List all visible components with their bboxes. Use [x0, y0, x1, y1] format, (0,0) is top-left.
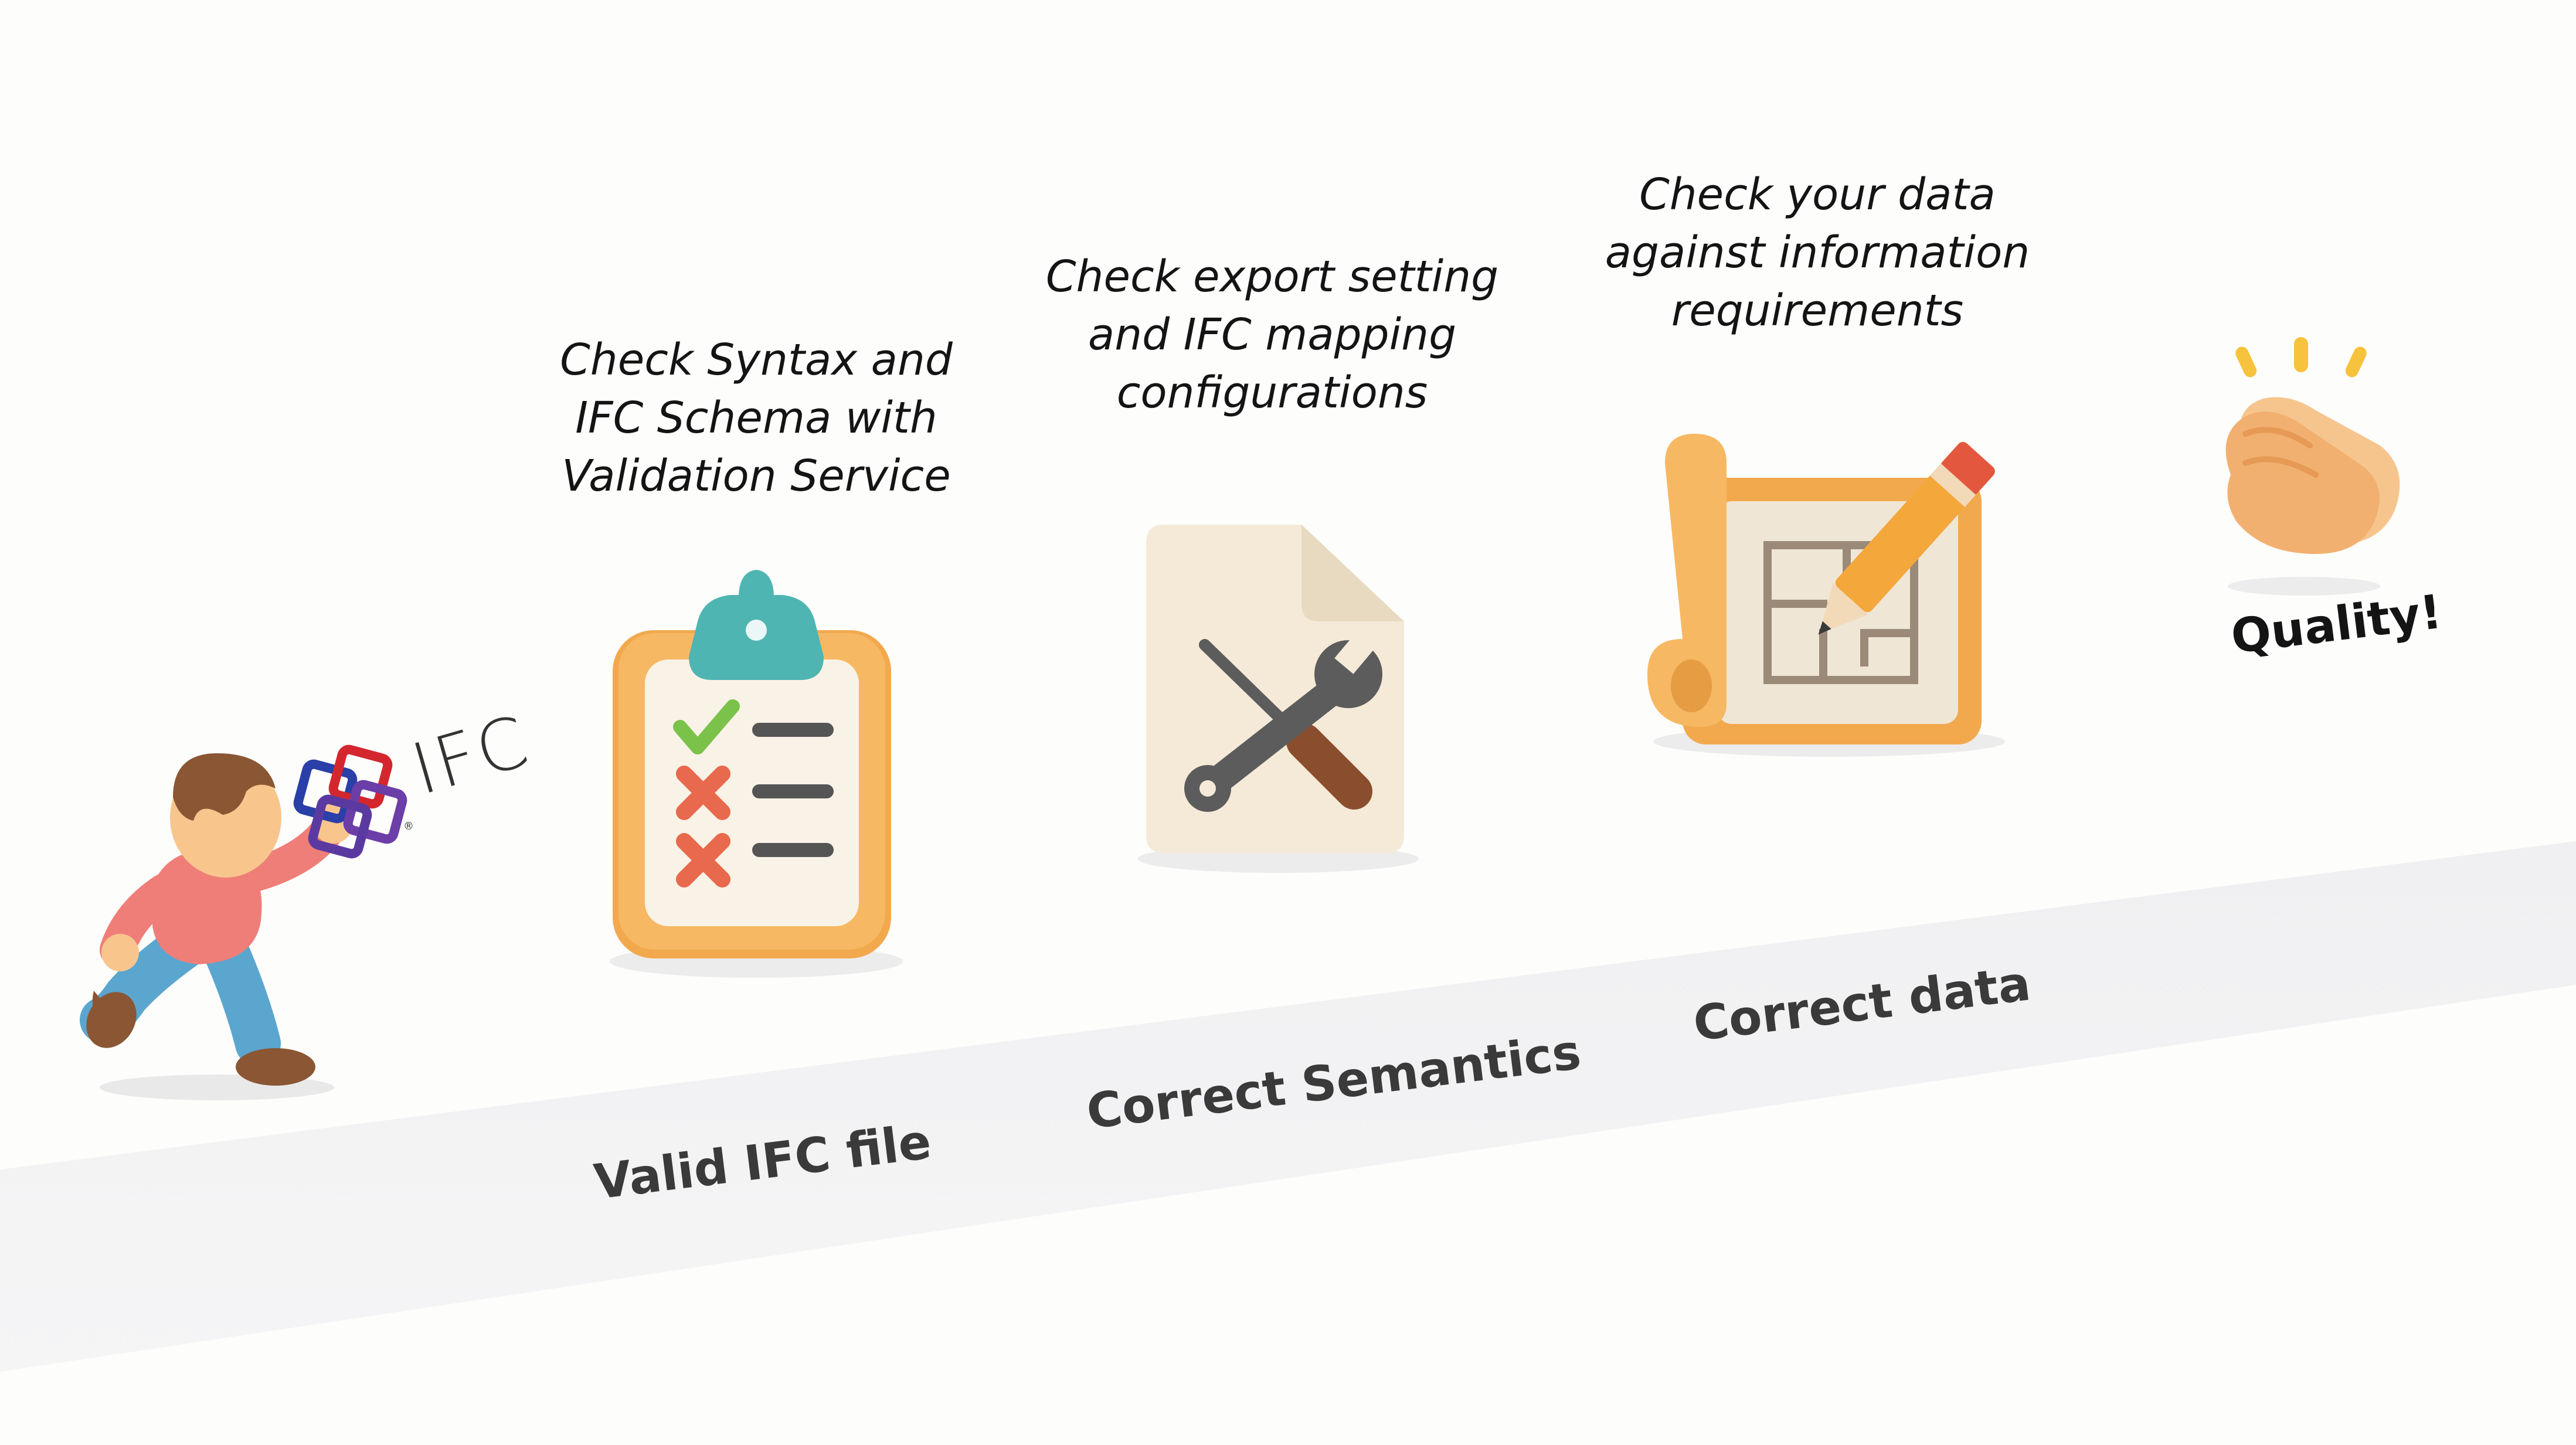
caption-line: Check Syntax and — [560, 335, 953, 385]
caption-line: configurations — [1116, 368, 1428, 418]
caption-line: against information — [1605, 227, 2030, 278]
step-3-caption: Check your data against information requ… — [1554, 166, 2081, 340]
step-2-caption: Check export setting and IFC mapping con… — [1008, 248, 1536, 422]
caption-line: Validation Service — [562, 451, 951, 501]
svg-text:®: ® — [403, 820, 414, 832]
step-1-caption: Check Syntax and IFC Schema with Validat… — [492, 331, 1020, 505]
caption-line: requirements — [1671, 285, 1964, 336]
caption-line: and IFC mapping — [1088, 310, 1457, 360]
caption-line: IFC Schema with — [575, 393, 937, 443]
caption-line: Check export setting — [1045, 251, 1499, 302]
caption-line: Check your data — [1639, 169, 1996, 220]
